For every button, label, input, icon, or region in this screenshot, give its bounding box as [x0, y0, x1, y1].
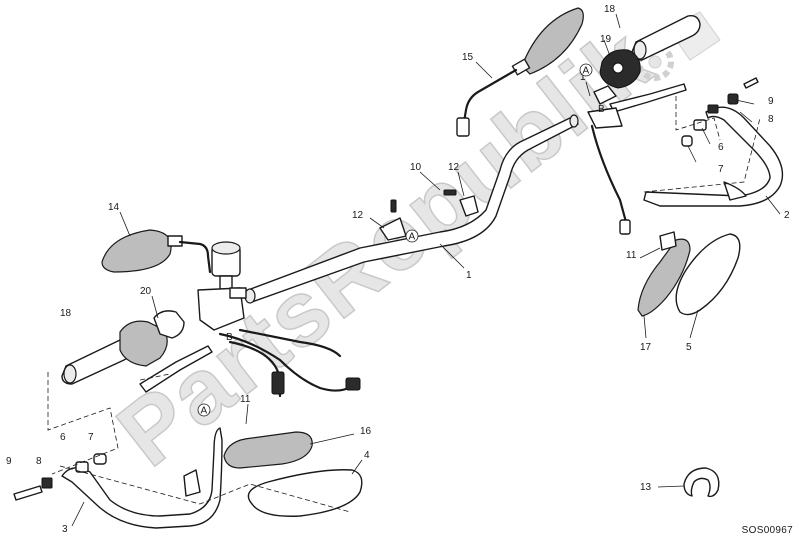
reference-markers: A A A B B — [197, 63, 605, 417]
left-guard-shield — [223, 431, 363, 517]
cable-clip — [683, 467, 720, 498]
callout-18: 18 — [60, 308, 72, 319]
handlebar-clamps — [379, 189, 479, 241]
callout-1: 1 — [580, 72, 586, 83]
ref-a-marker: A — [409, 232, 416, 243]
right-grip-throttle — [587, 14, 701, 235]
handlebar — [244, 114, 579, 304]
assembly-outlines — [47, 96, 761, 513]
callout-20: 20 — [140, 286, 152, 297]
left-wiring — [218, 328, 361, 398]
callout-10: 10 — [410, 162, 422, 173]
callout-8: 8 — [36, 456, 42, 467]
callout-8: 8 — [768, 114, 774, 125]
callouts: 1 1 2 3 4 5 6 6 7 7 8 8 9 9 10 11 11 12 … — [6, 4, 790, 535]
callout-4: 4 — [364, 450, 370, 461]
callout-3: 3 — [62, 524, 68, 535]
ref-a-marker: A — [201, 406, 208, 417]
callout-19: 19 — [600, 34, 612, 45]
callout-2: 2 — [784, 210, 790, 221]
callout-17: 17 — [640, 342, 652, 353]
callout-7: 7 — [718, 164, 724, 175]
callout-15: 15 — [462, 52, 474, 63]
callout-11: 11 — [626, 250, 637, 261]
callout-7: 7 — [88, 432, 94, 443]
right-guard-shield — [637, 231, 741, 317]
callout-11: 11 — [240, 394, 251, 405]
diagram-code: SOS00967 — [741, 525, 793, 536]
callout-12: 12 — [448, 162, 460, 173]
leader-lines — [71, 13, 781, 527]
callout-1: 1 — [466, 270, 472, 281]
left-mirror — [101, 229, 212, 274]
ref-b-marker: B — [598, 104, 605, 115]
right-hand-guard — [643, 77, 784, 207]
callout-9: 9 — [768, 96, 774, 107]
left-grip-switch — [61, 310, 213, 393]
ref-a-marker: A — [583, 66, 590, 77]
callout-6: 6 — [60, 432, 66, 443]
ref-b-marker: B — [226, 332, 233, 343]
callout-14: 14 — [108, 202, 120, 213]
callout-6: 6 — [718, 142, 724, 153]
callout-12: 12 — [352, 210, 364, 221]
clutch-reservoir — [197, 241, 247, 331]
callout-9: 9 — [6, 456, 12, 467]
right-mirror — [456, 7, 584, 137]
callout-5: 5 — [686, 342, 692, 353]
callout-18: 18 — [604, 4, 616, 15]
callout-13: 13 — [640, 482, 652, 493]
callout-16: 16 — [360, 426, 372, 437]
